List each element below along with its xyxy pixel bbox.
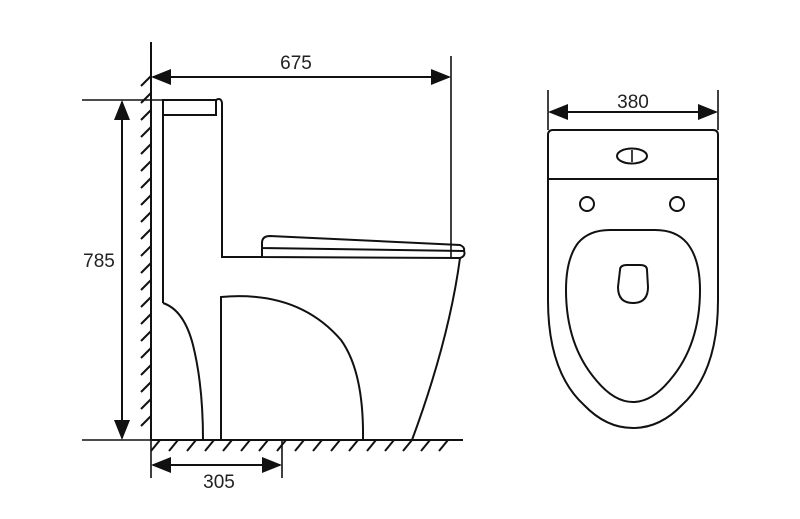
floor-hatch-mark	[312, 439, 323, 452]
floor-hatch-mark	[168, 439, 179, 452]
bowl-front-curve	[411, 257, 461, 441]
floor-hatch-mark	[204, 439, 215, 452]
floor-hatch-mark	[420, 439, 431, 452]
seat-lid	[261, 234, 466, 253]
wall-hatch-mark	[140, 143, 152, 155]
dim-675-label: 675	[280, 53, 312, 74]
dim-380-label: 380	[617, 92, 649, 113]
top-view: 380	[547, 90, 719, 430]
floor-hatch-mark	[348, 439, 359, 452]
floor-hatch-mark	[366, 439, 377, 452]
wall-hatch-mark	[140, 245, 152, 257]
wall-hatch-mark	[140, 347, 152, 359]
wall-hatch-mark	[140, 211, 152, 223]
side-view: 675 785 305	[82, 42, 466, 493]
wall-hatch-mark	[140, 330, 152, 342]
wall-hatch-mark	[140, 279, 152, 291]
floor-hatch-mark	[294, 439, 305, 452]
wall-hatch-mark	[140, 75, 152, 87]
wall-hatch-mark	[140, 313, 152, 325]
tank-body	[162, 98, 262, 303]
floor-hatch-mark	[330, 439, 341, 452]
wall-hatch-mark	[140, 381, 152, 393]
floor-hatch-mark	[384, 439, 395, 452]
wall-hatch-mark	[140, 415, 152, 427]
dim-785-label: 785	[83, 251, 115, 272]
wall-hatch-mark	[140, 228, 152, 240]
wall-hatch-mark	[140, 109, 152, 121]
floor-hatch-mark	[150, 439, 161, 452]
wall-hatch-mark	[140, 92, 152, 104]
floor-hatch-mark	[258, 439, 269, 452]
hinge-bolt-right	[669, 196, 685, 212]
wall-hatch-mark	[140, 177, 152, 189]
floor-hatching	[150, 439, 449, 452]
wall-hatch-mark	[140, 364, 152, 376]
top-outline	[547, 129, 719, 430]
trapway-arch	[220, 295, 365, 441]
floor-hatch-mark	[186, 439, 197, 452]
dim-305-label: 305	[203, 472, 235, 493]
seat-opening	[564, 229, 702, 404]
wall-hatch-mark	[140, 262, 152, 274]
bowl-back-curve	[162, 302, 204, 441]
floor-hatch-mark	[222, 439, 233, 452]
drain-hole	[616, 264, 650, 305]
tank-lid	[162, 99, 217, 116]
floor-hatch-mark	[240, 439, 251, 452]
floor-hatch-mark	[402, 439, 413, 452]
wall-hatch-mark	[140, 194, 152, 206]
hinge-bolt-left	[579, 196, 595, 212]
wall-hatching	[140, 75, 152, 427]
flush-button-icon	[616, 147, 648, 165]
wall-hatch-mark	[140, 126, 152, 138]
wall-hatch-mark	[140, 296, 152, 308]
floor-hatch-mark	[438, 439, 449, 452]
wall-hatch-mark	[140, 398, 152, 410]
wall-hatch-mark	[140, 160, 152, 172]
